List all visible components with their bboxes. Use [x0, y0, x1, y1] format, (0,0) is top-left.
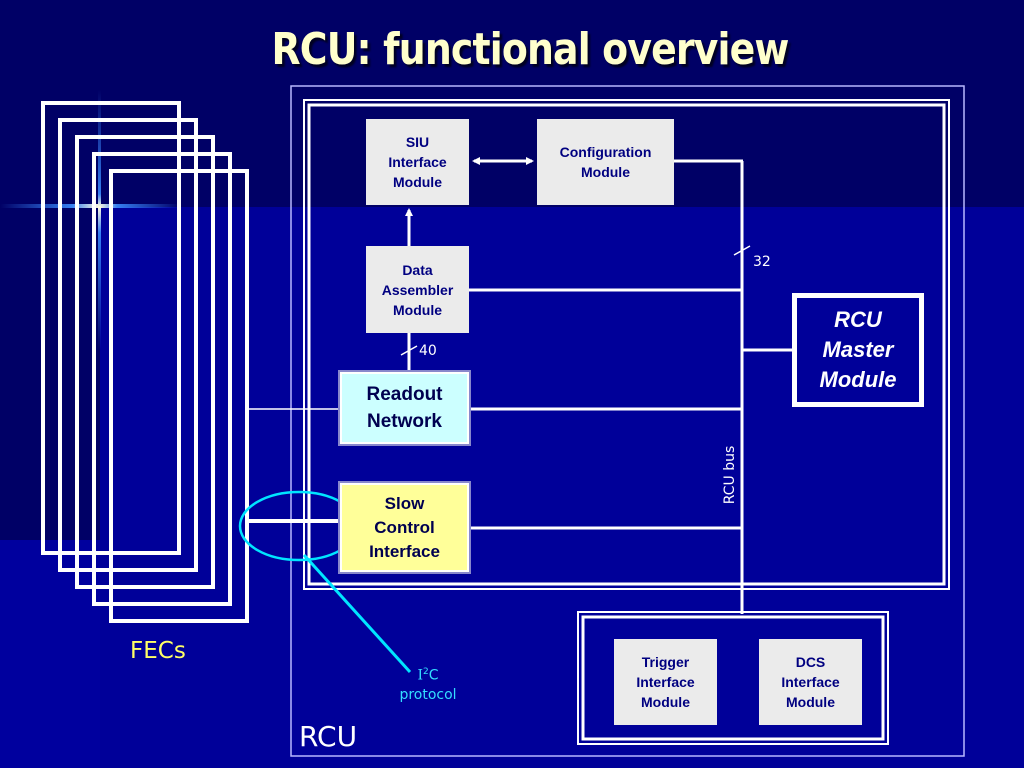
dcs-line-1: DCS	[795, 654, 826, 670]
siu-line-2: Interface	[388, 154, 447, 170]
rcu-bus-label: RCU bus	[722, 445, 738, 505]
configuration-module: Configuration Module	[537, 119, 674, 205]
dcs-interface-module: DCS Interface Module	[759, 639, 862, 725]
readout-line-2: Network	[367, 411, 442, 432]
inner-frame-outer	[303, 99, 950, 590]
slide-title: RCU: functional overview	[271, 24, 790, 75]
slow-control-line-2: Control	[374, 517, 435, 537]
i2c-protocol-label: I2C protocol	[393, 663, 463, 705]
glow-vertical-decoration	[98, 90, 101, 350]
slow-control-interface-module: Slow Control Interface	[338, 481, 471, 574]
siu-line-1: SIU	[405, 134, 430, 150]
master-line-3: Module	[819, 367, 897, 392]
bus-width-tick-32	[733, 245, 751, 256]
fec-card	[58, 118, 198, 572]
fecs-label: FECs	[130, 638, 186, 664]
i2c-label: I2C	[393, 663, 463, 686]
trigger-interface-module: Trigger Interface Module	[614, 639, 717, 725]
siu-interface-module: SIU Interface Module	[366, 119, 469, 205]
interfaces-frame-inner	[581, 615, 885, 741]
rcu-board-outline	[290, 85, 965, 757]
config-line-2: Module	[580, 164, 630, 180]
config-line-1: Configuration	[559, 144, 652, 160]
inner-frame-inner	[307, 103, 946, 586]
siu-line-3: Module	[392, 174, 442, 190]
bus-width-tick-40	[400, 345, 418, 356]
data-assembler-line-1: Data	[402, 261, 433, 278]
rcu-board-label: RCU	[299, 720, 358, 753]
fec-card	[92, 152, 232, 606]
fec-card	[75, 135, 215, 589]
dcs-line-3: Module	[785, 694, 835, 710]
data-assembler-module: Data Assembler Module	[366, 246, 469, 333]
fec-cards	[41, 101, 249, 623]
master-line-1: RCU	[834, 307, 882, 332]
i2c-pointer-line	[302, 553, 412, 674]
bus-width-32-label: 32	[753, 254, 771, 270]
data-assembler-line-3: Module	[393, 301, 442, 318]
data-assembler-line-2: Assembler	[381, 281, 454, 298]
trigger-line-3: Module	[640, 694, 690, 710]
master-line-2: Master	[822, 337, 894, 362]
glow-horizontal-decoration	[0, 204, 180, 208]
fec-card	[109, 169, 249, 623]
protocol-label: protocol	[399, 686, 457, 703]
i2c-superscript: 2	[423, 667, 429, 677]
rcu-master-module: RCU Master Module	[792, 293, 924, 407]
trigger-line-2: Interface	[636, 674, 695, 690]
slow-control-line-3: Interface	[369, 541, 440, 561]
slow-control-line-1: Slow	[384, 493, 425, 513]
dcs-line-2: Interface	[781, 674, 840, 690]
readout-line-1: Readout	[366, 384, 443, 405]
trigger-line-1: Trigger	[641, 654, 690, 670]
readout-network-module: Readout Network	[338, 370, 471, 446]
i2c-i: I	[417, 667, 423, 684]
bus-width-40-label: 40	[419, 343, 437, 359]
i2c-c: C	[428, 667, 439, 684]
background-left-band	[0, 540, 100, 768]
